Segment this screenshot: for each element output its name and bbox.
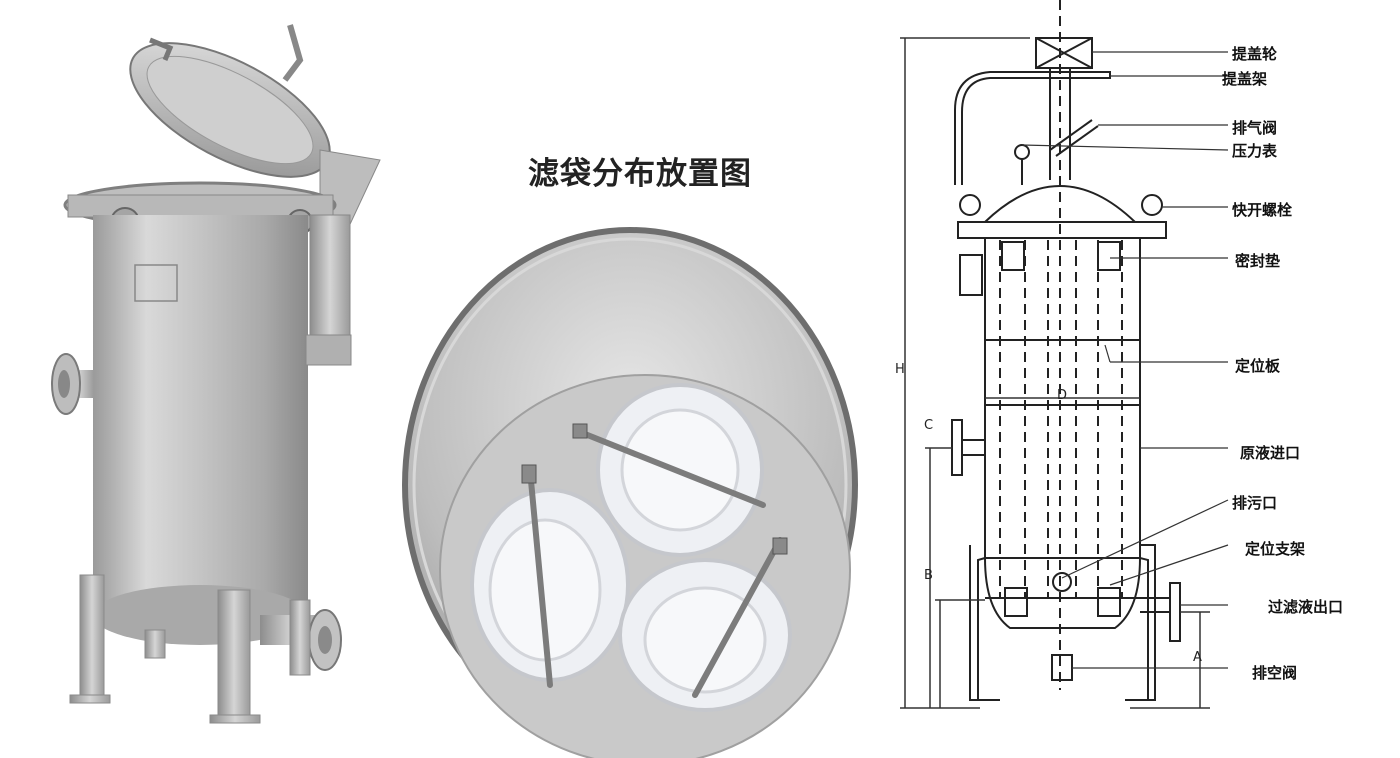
label-drain-valve: 排空阀 xyxy=(1252,664,1298,682)
label-sewage-outlet: 排污口 xyxy=(1232,494,1278,512)
dimension-d: D xyxy=(1057,388,1068,403)
dimension-b: B xyxy=(924,568,933,583)
filter-bags xyxy=(470,383,792,712)
dimension-a: A xyxy=(1193,650,1202,665)
engineering-drawing xyxy=(900,0,1229,709)
vessel-body xyxy=(93,215,308,615)
label-positioning-plate: 定位板 xyxy=(1235,357,1281,375)
lid-wheel-box xyxy=(1035,37,1093,69)
label-positioning-bracket: 定位支架 xyxy=(1245,540,1306,558)
inlet-nozzle xyxy=(51,353,94,415)
bag-holder-rods xyxy=(527,429,783,698)
diagram-title: 滤袋分布放置图 xyxy=(528,156,752,192)
top-view-illustration xyxy=(402,227,858,758)
label-seal-gasket: 密封垫 xyxy=(1235,252,1281,270)
label-lid-wheel: 提盖轮 xyxy=(1232,45,1278,63)
label-lid-frame: 提盖架 xyxy=(1222,70,1268,88)
label-quick-bolt: 快开螺栓 xyxy=(1232,201,1293,219)
label-filtrate-outlet: 过滤液出口 xyxy=(1268,598,1344,616)
vessel-legs xyxy=(69,574,311,724)
vessel-illustration xyxy=(51,24,381,724)
label-pressure-gauge: 压力表 xyxy=(1232,142,1278,160)
dimension-c: C xyxy=(924,418,934,433)
label-raw-inlet: 原液进口 xyxy=(1240,444,1301,462)
open-lid xyxy=(129,24,381,236)
label-vent-valve: 排气阀 xyxy=(1232,119,1278,137)
dimension-h: H xyxy=(895,362,905,377)
